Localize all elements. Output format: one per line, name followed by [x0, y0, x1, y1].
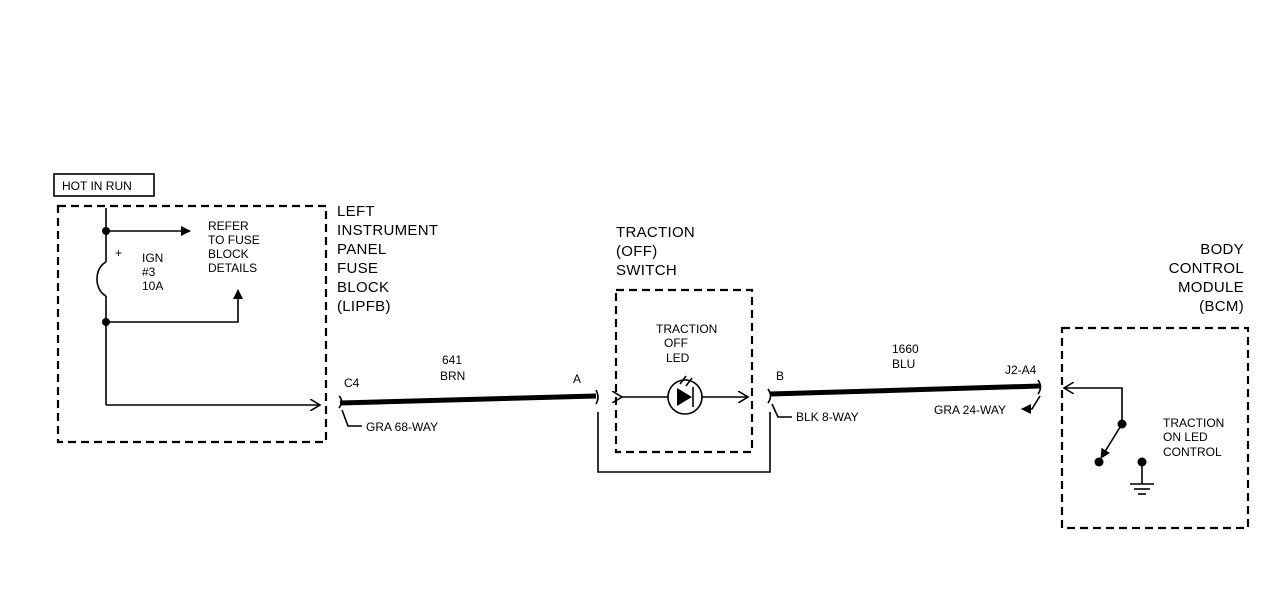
- fuse-number: #3: [142, 265, 156, 279]
- fuse-title-line-2: INSTRUMENT: [337, 222, 438, 239]
- bcm-leader-line: [1021, 395, 1041, 414]
- c4-pin-label: C4: [344, 376, 360, 390]
- fuse-title-line-1: LEFT: [337, 203, 375, 220]
- bcm-connector-icon: [1037, 379, 1042, 395]
- fuse-block: + IGN #3 10A REFER TO FUSE BLOCK DETAILS: [56, 204, 328, 444]
- led-diode-icon: [677, 388, 692, 406]
- bcm-boundary: [1060, 326, 1250, 530]
- bcm-control-line-3: CONTROL: [1163, 445, 1222, 459]
- bcm-control-line-2: ON LED: [1163, 430, 1208, 444]
- led-emit-arrow-1: [679, 375, 687, 385]
- fuse-block-boundary: [56, 204, 328, 444]
- led-label-line-1: TRACTION: [656, 322, 717, 336]
- wire-1660-color: BLU: [892, 357, 915, 371]
- switch-title-line-2: (OFF): [616, 243, 657, 260]
- bcm-control-line-1: TRACTION: [1163, 416, 1224, 430]
- fuse-title-line-3: PANEL: [337, 241, 387, 258]
- wire-1660-circuit: 1660: [892, 342, 919, 356]
- wire-641-line: [339, 393, 597, 406]
- blk-leader-line: [771, 403, 792, 418]
- refer-line-1: REFER: [208, 219, 249, 233]
- wire-641-circuit: 641: [442, 353, 462, 367]
- fuse-rating: 10A: [142, 279, 163, 293]
- led-circle-icon: [667, 379, 703, 415]
- body-control-module: BODY CONTROL MODULE (BCM) TRACTION ON LE…: [1060, 241, 1250, 530]
- bcm-title-line-4: (BCM): [1199, 298, 1244, 315]
- led-label-line-3: LED: [666, 351, 690, 365]
- c4-connector-label: GRA 68-WAY: [366, 420, 438, 434]
- refer-line-4: DETAILS: [208, 261, 257, 275]
- hot-in-run-label-group: HOT IN RUN: [53, 173, 155, 197]
- wire-641: 641 BRN: [339, 353, 597, 406]
- hot-in-run-label: HOT IN RUN: [62, 179, 132, 193]
- bcm-connector: J2-A4 GRA 24-WAY: [934, 363, 1042, 417]
- fuse-polarity: +: [115, 246, 122, 260]
- switch-pin-a-connector-icon: [595, 389, 599, 405]
- bcm-switch-blade-icon: [1100, 423, 1123, 459]
- fuse-title-line-5: BLOCK: [337, 279, 389, 296]
- bcm-title-line-1: BODY: [1200, 241, 1244, 258]
- c4-connector: C4 GRA 68-WAY: [338, 376, 438, 434]
- blk-connector-label: BLK 8-WAY: [796, 410, 859, 424]
- switch-pin-a: A: [573, 372, 581, 386]
- fuse-symbol-icon: [96, 261, 107, 297]
- fuse-title-line-6: (LIPFB): [337, 298, 391, 315]
- bcm-title-line-2: CONTROL: [1169, 260, 1244, 277]
- switch-title-line-1: TRACTION: [616, 224, 695, 241]
- fuse-title-line-4: FUSE: [337, 260, 378, 277]
- switch-pin-b: B: [776, 369, 784, 383]
- fuse-name: IGN: [142, 251, 163, 265]
- hot-in-run-box: [53, 173, 155, 197]
- led-label-line-2: OFF: [664, 336, 688, 350]
- fuse-details-line: [106, 289, 243, 323]
- switch-boundary: [614, 288, 754, 454]
- bcm-title-line-3: MODULE: [1178, 279, 1244, 296]
- bcm-input-line: [1064, 388, 1123, 420]
- led-emit-arrow-2: [685, 377, 693, 387]
- switch-linkage-line: [597, 412, 771, 473]
- fuse-block-title: LEFT INSTRUMENT PANEL FUSE BLOCK (LIPFB): [337, 203, 438, 315]
- wire-1660: 1660 BLU: [769, 342, 1041, 397]
- refer-line-3: BLOCK: [208, 247, 249, 261]
- refer-line-2: TO FUSE: [208, 233, 260, 247]
- bcm-pin-label: J2-A4: [1005, 363, 1037, 377]
- wire-1660-line: [769, 383, 1041, 397]
- traction-switch: TRACTION (OFF) SWITCH TRACTION OFF LED: [597, 224, 771, 473]
- switch-title-line-3: SWITCH: [616, 262, 677, 279]
- c4-leader-line: [341, 409, 362, 427]
- wire-641-color: BRN: [440, 369, 465, 383]
- bcm-switch-contact-left: [1094, 457, 1104, 467]
- bcm-connector-label: GRA 24-WAY: [934, 403, 1006, 417]
